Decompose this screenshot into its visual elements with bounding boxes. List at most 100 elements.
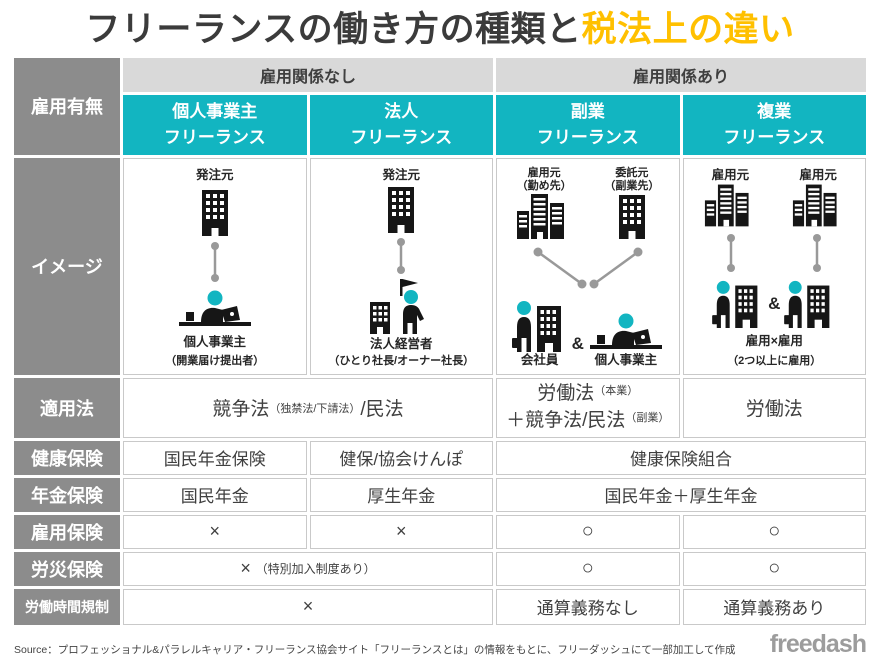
cell-health-employed: 健康保険組合 — [496, 440, 866, 475]
cell-worktime-freelance: × — [123, 588, 493, 625]
employer-group: 雇用元 — [792, 167, 844, 227]
employee-label: 会社員 — [520, 352, 559, 367]
col-header-line1: 副業 — [570, 102, 605, 122]
law-line1-sub: （本業） — [594, 385, 639, 398]
employer-label: 雇用元 — [711, 167, 750, 182]
city-icon — [704, 183, 756, 227]
contractor-sub-label: （副業先） — [604, 179, 660, 192]
row-label-health-insurance: 健康保険 — [14, 440, 120, 475]
cell-accident-multi: ○ — [682, 551, 866, 586]
row-label-pension-insurance: 年金保険 — [14, 477, 120, 512]
law-line2-main: ＋競争法/民法 — [506, 409, 626, 431]
row-label-working-hours: 労働時間規制 — [14, 588, 120, 625]
accident-note: （特別加入制度あり） — [255, 562, 376, 577]
city-icon — [516, 193, 572, 240]
worker-sub-label: （ひとり社長/オーナー社長） — [328, 354, 475, 367]
cell-worktime-multi: 通算義務あり — [682, 588, 866, 625]
col-header-corporate: 法人 フリーランス — [309, 94, 493, 155]
cell-pension-corporate: 厚生年金 — [309, 477, 493, 512]
law-line2: ＋競争法/民法（副業） — [506, 408, 669, 435]
image-cell-side-job: 雇用元 （勤め先） 委託元 （副業先） 会社員 — [496, 157, 680, 375]
worker-sub-label: （開業届け提出者） — [165, 354, 265, 367]
building-icon — [195, 188, 235, 236]
cell-employment-sole: × — [123, 514, 307, 549]
law-tail: /民法 — [360, 399, 404, 421]
law-sub: （独禁法/下請法） — [269, 402, 361, 415]
cell-accident-side: ○ — [496, 551, 680, 586]
title-normal: フリーランスの働き方の種類と — [85, 10, 582, 49]
ampersand-label: & — [768, 293, 781, 313]
law-line1: 労働法（本業） — [537, 381, 638, 408]
col-header-line2: フリーランス — [350, 127, 453, 147]
contractor-group: 委託元 （副業先） — [604, 166, 660, 240]
ampersand-label: & — [571, 333, 584, 353]
employer-label: 雇用元 — [799, 167, 837, 182]
bottom-workers: 会社員 & 個人事業主 — [500, 300, 676, 368]
contractor-label: 委託元 — [615, 166, 649, 179]
cell-law-multi-job: 労働法 — [682, 377, 866, 438]
accident-mark: × — [240, 558, 251, 579]
image-cell-corporate: 発注元 法人経営者 （ひとり社長/オーナー社長） — [309, 157, 493, 375]
law-line1-main: 労働法 — [537, 383, 595, 405]
cell-employment-side: ○ — [496, 514, 680, 549]
connector-line-icon — [725, 232, 737, 274]
col-header-side-job: 副業 フリーランス — [496, 94, 680, 155]
cell-pension-employed: 国民年金＋厚生年金 — [496, 477, 866, 512]
image-cell-multi-job: 雇用元 雇用元 & — [682, 157, 866, 375]
cell-worktime-side: 通算義務なし — [496, 588, 680, 625]
col-header-line2: フリーランス — [723, 127, 826, 147]
col-header-line1: 法人 — [384, 102, 419, 122]
worker-name-label: 法人経営者 — [369, 337, 433, 351]
employee-icon — [712, 280, 764, 328]
page-title: フリーランスの働き方の種類と税法上の違い — [0, 8, 880, 52]
cell-employment-corporate: × — [309, 514, 493, 549]
bottom-workers: & — [687, 280, 863, 328]
top-sources: 雇用元 （勤め先） 委託元 （副業先） — [500, 166, 676, 240]
employer-sub-label: （勤め先） — [516, 179, 572, 192]
col-header-line1: 複業 — [757, 102, 792, 122]
freelancer-group: 個人事業主 — [588, 312, 664, 368]
col-header-line2: フリーランス — [163, 127, 266, 147]
group-header-no-employment: 雇用関係なし — [123, 57, 493, 92]
top-sources: 雇用元 雇用元 — [687, 167, 863, 227]
col-header-line2: フリーランス — [536, 127, 639, 147]
source-text: Source：プロフェッショナル&パラレルキャリア・フリーランス協会サイト「フリ… — [14, 643, 736, 656]
footer: Source：プロフェッショナル&パラレルキャリア・フリーランス協会サイト「フリ… — [14, 631, 867, 657]
cell-law-freelance: 競争法（独禁法/下請法）/民法 — [123, 377, 493, 438]
comparison-table: 雇用有無 雇用関係なし 雇用関係あり 個人事業主 フリーランス 法人 フリーラン… — [14, 57, 866, 625]
row-label-image: イメージ — [14, 157, 120, 375]
client-label: 発注元 — [195, 167, 234, 182]
v-connector-icon — [508, 246, 668, 292]
cell-health-sole: 国民年金保険 — [123, 440, 307, 475]
cell-employment-multi: ○ — [682, 514, 866, 549]
employee-icon — [784, 280, 836, 328]
ceo-icon — [368, 278, 434, 334]
connector-line-icon — [395, 236, 407, 276]
employee-group: 会社員 — [511, 300, 568, 368]
employee-icon — [511, 300, 568, 352]
row-label-employment-insurance: 雇用保険 — [14, 514, 120, 549]
employer-label: 雇用元 — [527, 166, 561, 179]
building-icon — [381, 185, 421, 234]
cell-law-side-job: 労働法（本業） ＋競争法/民法（副業） — [496, 377, 680, 438]
connector-lines — [725, 232, 823, 274]
col-header-line1: 個人事業主 — [172, 102, 258, 122]
corner-cell-employment-status: 雇用有無 — [14, 57, 120, 155]
worker-name-label: 個人事業主 — [183, 334, 246, 349]
worker-name-label: 雇用×雇用 — [745, 333, 803, 348]
row-label-applicable-law: 適用法 — [14, 377, 120, 438]
worker-sub-label: （2つ以上に雇用） — [727, 354, 822, 367]
city-icon — [792, 183, 844, 227]
col-header-multi-job: 複業 フリーランス — [682, 94, 866, 155]
freelancer-desk-icon — [177, 289, 253, 329]
client-label: 発注元 — [382, 167, 420, 182]
law-main: 競争法 — [212, 399, 270, 421]
col-header-sole-proprietor: 個人事業主 フリーランス — [123, 94, 307, 155]
freelancer-label: 個人事業主 — [594, 352, 658, 367]
building-icon — [613, 193, 651, 240]
cell-health-corporate: 健保/協会けんぽ — [309, 440, 493, 475]
connector-line-icon — [209, 240, 221, 284]
row-label-accident-insurance: 労災保険 — [14, 551, 120, 586]
employer-group: 雇用元 — [704, 167, 756, 227]
cell-pension-sole: 国民年金 — [123, 477, 307, 512]
